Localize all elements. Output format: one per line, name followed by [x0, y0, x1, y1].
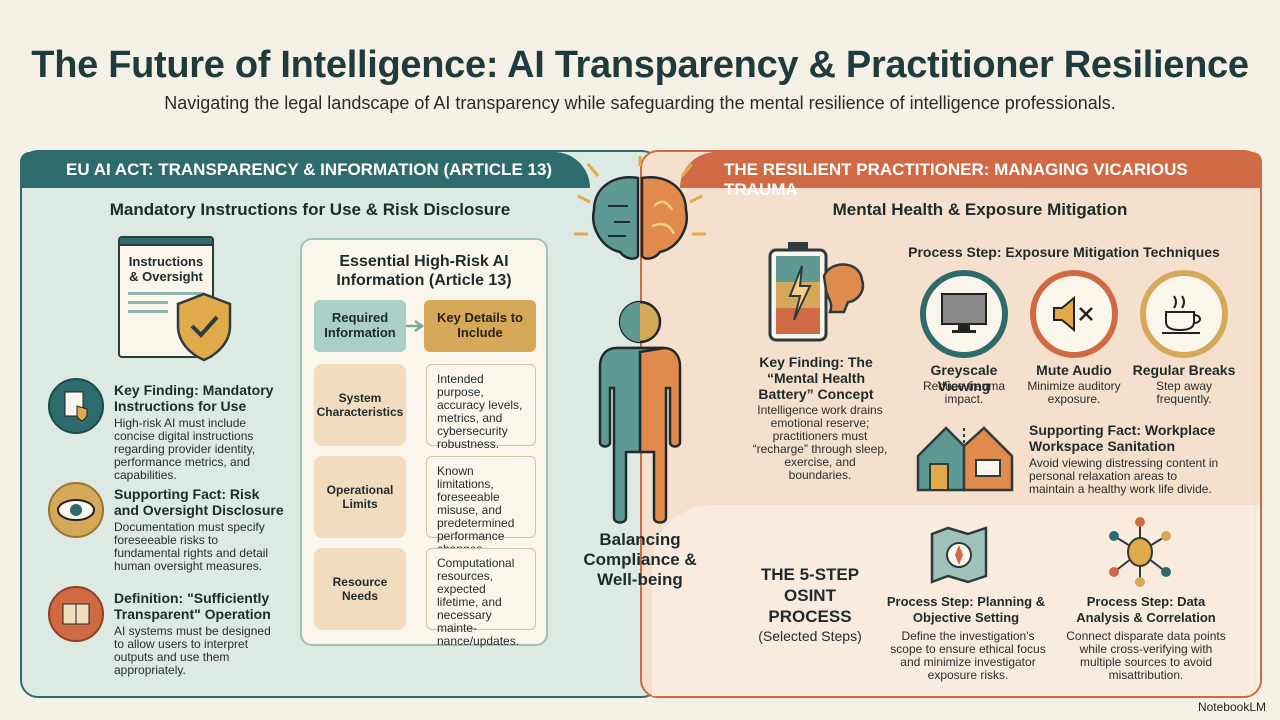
page-title: The Future of Intelligence: AI Transpare…	[31, 44, 1249, 86]
card-title: Essential High-Risk AI Information (Arti…	[336, 253, 512, 289]
row-detail: Intended purpose, accuracy levels, metri…	[426, 364, 536, 451]
osint-step-text: Connect disparate data points while cros…	[1066, 629, 1226, 682]
row-label: Operational Limits	[314, 456, 406, 538]
osint-subtitle: (Selected Steps)	[758, 628, 862, 644]
notebooklm-watermark: NotebookLM	[1197, 700, 1266, 714]
right-banner: THE RESILIENT PRACTITIONER: MANAGING VIC…	[680, 152, 1262, 199]
osint-title: THE 5-STEP OSINT PROCESS	[760, 565, 860, 626]
row-detail: Known limitations, foreseeable misuse, a…	[426, 456, 536, 556]
battery-brain-icon	[768, 242, 865, 342]
technique-title: Regular Breaks	[1132, 362, 1236, 378]
technique-text: Step away frequently.	[1155, 379, 1213, 406]
house-office-icon	[916, 426, 1014, 492]
map-compass-icon	[930, 526, 988, 584]
item1-text: High-risk AI must include concise digita…	[114, 416, 256, 482]
required-information-header: Required Information	[314, 300, 406, 352]
eye-icon	[48, 482, 104, 538]
workspace-text: Avoid viewing distressing content in per…	[1029, 456, 1219, 496]
left-banner: EU AI ACT: TRANSPARENCY & INFORMATION (A…	[20, 152, 590, 188]
osint-step-title: Process Step: Data Analysis & Correlatio…	[1076, 594, 1216, 625]
document-shield-icon	[48, 378, 104, 434]
workspace-title: Supporting Fact: Workplace Workspace San…	[1029, 422, 1216, 454]
item3-title: Definition: "Sufficiently Transparent" O…	[114, 590, 271, 622]
row-label: Resource Needs	[314, 548, 406, 630]
data-network-icon	[1109, 517, 1171, 587]
item3-text: AI systems must be designed to allow use…	[114, 624, 271, 677]
brain-book-icon	[48, 586, 104, 642]
technique-title: Mute Audio	[1036, 362, 1112, 378]
mute-icon	[1030, 270, 1118, 358]
left-heading: Mandatory Instructions for Use & Risk Di…	[109, 200, 511, 219]
page-subtitle: Navigating the legal landscape of AI tra…	[164, 93, 1116, 113]
item1-title: Key Finding: Mandatory Instructions for …	[114, 382, 274, 414]
right-heading: Mental Health & Exposure Mitigation	[832, 200, 1128, 219]
battery-title: Key Finding: The “Mental Health Battery”…	[758, 354, 874, 402]
item2-title: Supporting Fact: Risk and Oversight Disc…	[114, 486, 284, 518]
shield-check-icon	[176, 292, 232, 362]
coffee-cup-icon	[1140, 270, 1228, 358]
battery-text: Intelligence work drains emotional reser…	[752, 403, 888, 482]
row-label: System Characteristics	[314, 364, 406, 446]
arrow-right-icon	[406, 319, 425, 333]
key-details-header: Key Details to Include	[424, 300, 536, 352]
balancing-text: Balancing Compliance & Well-being	[583, 530, 697, 589]
technique-text: Minimize auditory exposure.	[1027, 379, 1121, 406]
brain-person-illustration	[574, 156, 706, 524]
osint-step-title: Process Step: Planning & Objective Setti…	[886, 594, 1046, 625]
technique-text: Reduce trauma impact.	[922, 379, 1006, 406]
item2-text: Documentation must specify foreseeable r…	[114, 520, 269, 573]
process-title: Process Step: Exposure Mitigation Techni…	[908, 244, 1220, 260]
osint-step-text: Define the investigation's scope to ensu…	[890, 629, 1046, 682]
monitor-icon	[920, 270, 1008, 358]
technique-title: Greyscale Viewing	[930, 362, 998, 394]
row-detail: Computational resources, expected lifeti…	[426, 548, 536, 648]
document-icon: Instructions & Oversight	[118, 236, 214, 358]
document-label: Instructions & Oversight	[128, 254, 204, 284]
